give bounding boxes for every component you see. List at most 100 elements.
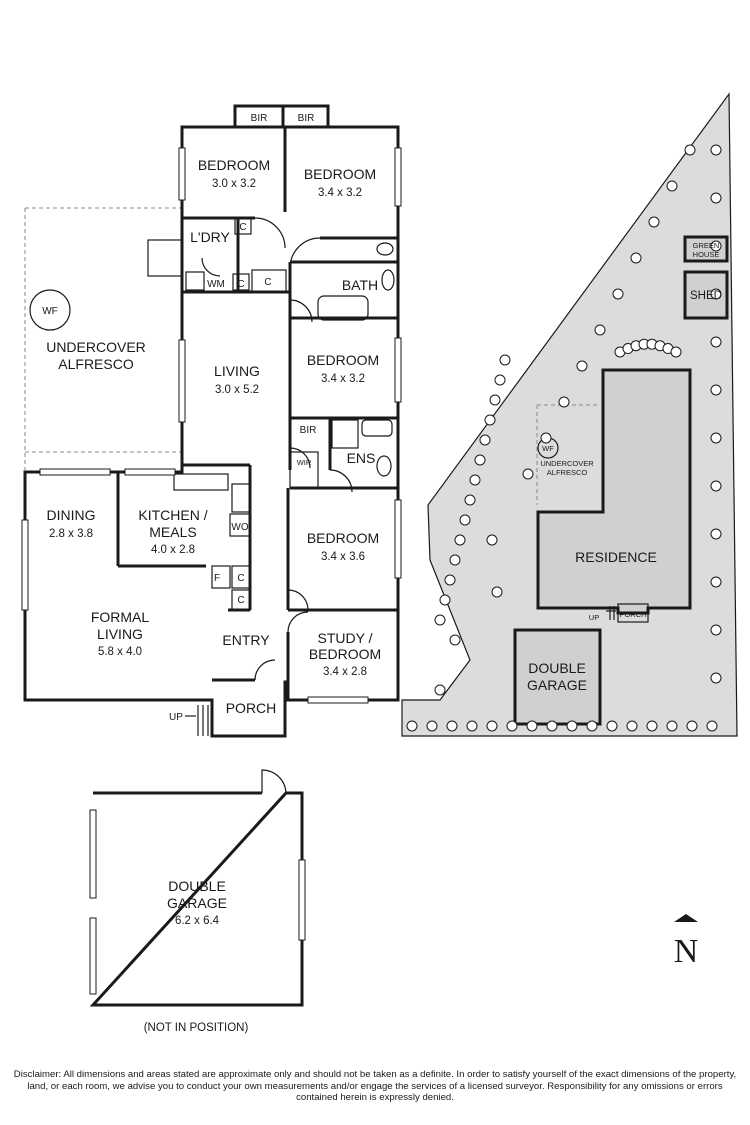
tree-icon [710, 240, 722, 252]
garage-note: (NOT IN POSITION) [144, 1022, 249, 1034]
garage-dim: 6.2 x 6.4 [175, 915, 220, 927]
cupboard-label-2: C [237, 279, 244, 290]
cupboard-label-1: C [239, 222, 246, 233]
bir-right-label: BIR [298, 113, 315, 124]
formal-living-label-1: FORMAL [91, 609, 150, 625]
tree-icon [710, 528, 722, 540]
tree-icon [666, 720, 678, 732]
tree-icon [499, 354, 511, 366]
tree-icon [648, 216, 660, 228]
bedroom-2-dim: 3.4 x 3.2 [318, 187, 362, 199]
tree-icon [710, 480, 722, 492]
kitchen-sink [173, 473, 229, 491]
tree-icon [434, 684, 446, 696]
wall-oven-label: WO [231, 522, 248, 533]
tree-icon [434, 614, 446, 626]
bedroom-3-label: BEDROOM [307, 352, 379, 368]
tree-icon [710, 624, 722, 636]
tree-icon [558, 396, 570, 408]
bedroom-1-dim: 3.0 x 3.2 [212, 178, 256, 190]
fixtures [147, 217, 395, 611]
alfresco-outline [24, 207, 182, 470]
disclaimer-text: Disclaimer: All dimensions and areas sta… [13, 1069, 737, 1103]
tree-icon [710, 144, 722, 156]
tree-icon [469, 474, 481, 486]
dining-dim: 2.8 x 3.8 [49, 528, 93, 540]
interior-walls [116, 127, 398, 700]
tree-icon [446, 720, 458, 732]
study-label-2: BEDROOM [309, 646, 381, 662]
alfresco-label-1: UNDERCOVER [46, 339, 146, 355]
garage-walls [89, 791, 304, 1007]
ensuite-label: ENS [347, 450, 376, 466]
tree-icon [454, 534, 466, 546]
bedroom-3-dim: 3.4 x 3.2 [321, 373, 365, 385]
tree-icon [684, 144, 696, 156]
tree-icon [612, 288, 624, 300]
site-wf-label: WF [542, 444, 554, 453]
shower [331, 419, 359, 449]
north-compass: N [674, 914, 699, 970]
tree-icon [506, 720, 518, 732]
bir-left-label: BIR [251, 113, 268, 124]
site-alfresco-label-1: UNDERCOVER [540, 459, 594, 468]
tree-icon [594, 324, 606, 336]
tree-icon [526, 720, 538, 732]
porch-label: PORCH [226, 700, 277, 716]
tree-icon [626, 720, 638, 732]
bedroom-4-dim: 3.4 x 3.6 [321, 551, 365, 563]
wir-label: WIR [297, 458, 312, 467]
doors [201, 217, 353, 681]
kitchen-dim: 4.0 x 2.8 [151, 544, 195, 556]
site-up-label: UP [589, 613, 599, 622]
tree-icon [710, 384, 722, 396]
bath-label: BATH [342, 277, 378, 293]
tree-icon [459, 514, 471, 526]
site-garage-footprint [513, 628, 602, 726]
tree-icon [630, 252, 642, 264]
green-house-label-1: GREEN [693, 241, 720, 250]
site-alfresco-label-2: ALFRESCO [547, 468, 588, 477]
tree-icon [464, 494, 476, 506]
bedroom-1-label: BEDROOM [198, 157, 270, 173]
garage-label-2: GARAGE [167, 895, 227, 911]
bedroom-2-label: BEDROOM [304, 166, 376, 182]
tree-icon [710, 672, 722, 684]
formal-living-label-2: LIVING [97, 626, 143, 642]
cupboard-label-4: C [237, 573, 244, 584]
tree-icon [670, 346, 682, 358]
tree-icon [474, 454, 486, 466]
wm-label: WM [207, 279, 225, 290]
cooktop [231, 483, 251, 513]
tree-icon [606, 720, 618, 732]
tree-icon [586, 720, 598, 732]
garage-label-1: DOUBLE [168, 878, 226, 894]
kitchen-label-1: KITCHEN / [138, 507, 207, 523]
entry-label: ENTRY [222, 632, 270, 648]
tree-icon [540, 432, 552, 444]
study-dim: 3.4 x 2.8 [323, 666, 367, 678]
tree-icon [494, 374, 506, 386]
bir-ens-label: BIR [300, 425, 317, 436]
washing-machine [185, 271, 205, 291]
kitchen-label-2: MEALS [149, 524, 196, 540]
residence-label: RESIDENCE [575, 549, 657, 565]
tree-icon [546, 720, 558, 732]
bathtub [317, 295, 369, 321]
tree-icon [710, 192, 722, 204]
tree-icon [686, 720, 698, 732]
site-porch-label: PORCH [619, 610, 646, 619]
tree-icon [449, 554, 461, 566]
wf-label: WF [42, 306, 58, 317]
site-garage-label-1: DOUBLE [528, 660, 586, 676]
tree-icon [576, 360, 588, 372]
site-porch [617, 603, 649, 623]
tree-icon [522, 468, 534, 480]
main-floor-plan: BIR BIR BEDROOM 3.0 x 3.2 BEDROOM 3.4 x … [21, 104, 402, 738]
tree-icon [444, 574, 456, 586]
north-letter: N [674, 933, 699, 970]
tree-icon [426, 720, 438, 732]
tree-icon [666, 180, 678, 192]
tree-icon [710, 288, 722, 300]
